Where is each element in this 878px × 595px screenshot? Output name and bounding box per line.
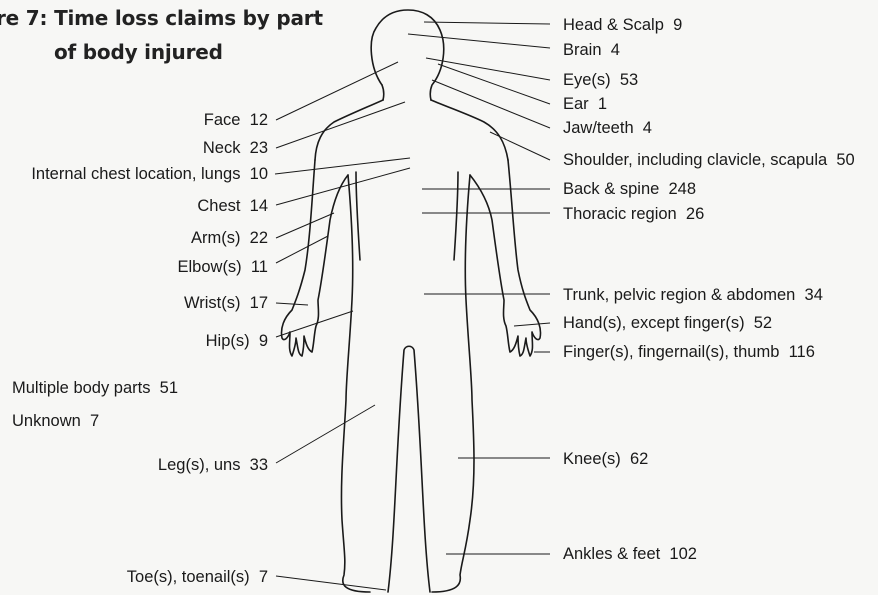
label-ankles-feet: Ankles & feet 102 [563,544,697,564]
leader-elbow [276,236,328,263]
leader-hand [514,323,550,326]
left-inner-arm-outline [356,172,360,260]
label-back-spine: Back & spine 248 [563,179,696,199]
label-elbow: Elbow(s) 11 [178,257,269,277]
neck-left-outline [382,85,384,100]
label-ear: Ear 1 [563,94,607,114]
label-finger: Finger(s), fingernail(s), thumb 116 [563,342,815,362]
leader-toe [276,576,386,590]
label-toe: Toe(s), toenail(s) 7 [127,567,268,587]
label-head-scalp: Head & Scalp 9 [563,15,682,35]
label-wrist: Wrist(s) 17 [184,293,268,313]
label-thoracic-region: Thoracic region 26 [563,204,704,224]
inner-leg-outline [388,346,430,592]
label-arm: Arm(s) 22 [191,228,268,248]
leader-internal-chest [275,158,410,174]
leader-jaw [432,80,550,128]
leader-neck [276,102,405,148]
leader-eye [426,58,550,80]
label-leg: Leg(s), uns 33 [158,455,268,475]
leader-wrist [276,303,308,305]
left-arm-outline [281,160,348,356]
right-torso-outline [432,175,474,592]
label-hand: Hand(s), except finger(s) 52 [563,313,772,333]
label-knee: Knee(s) 62 [563,449,648,469]
left-torso-outline [341,175,370,592]
leader-chest [276,168,410,205]
label-brain: Brain 4 [563,40,620,60]
label-unknown: Unknown 7 [12,411,99,431]
leader-leg [276,405,375,463]
leader-arm [276,213,334,238]
label-chest: Chest 14 [197,196,268,216]
label-shoulder: Shoulder, including clavicle, scapula 50 [563,150,855,170]
label-hip: Hip(s) 9 [206,331,268,351]
label-internal-chest: Internal chest location, lungs 10 [31,164,268,184]
label-multiple-body-parts: Multiple body parts 51 [12,378,178,398]
label-jaw-teeth: Jaw/teeth 4 [563,118,652,138]
label-eye: Eye(s) 53 [563,70,638,90]
leader-brain [408,34,550,48]
right-inner-arm-outline [454,172,458,260]
label-face: Face 12 [204,110,268,130]
label-neck: Neck 23 [203,138,268,158]
leader-head-scalp [424,22,550,24]
label-trunk: Trunk, pelvic region & abdomen 34 [563,285,823,305]
leader-shoulder [490,132,550,160]
right-shoulder-outline [431,100,508,160]
